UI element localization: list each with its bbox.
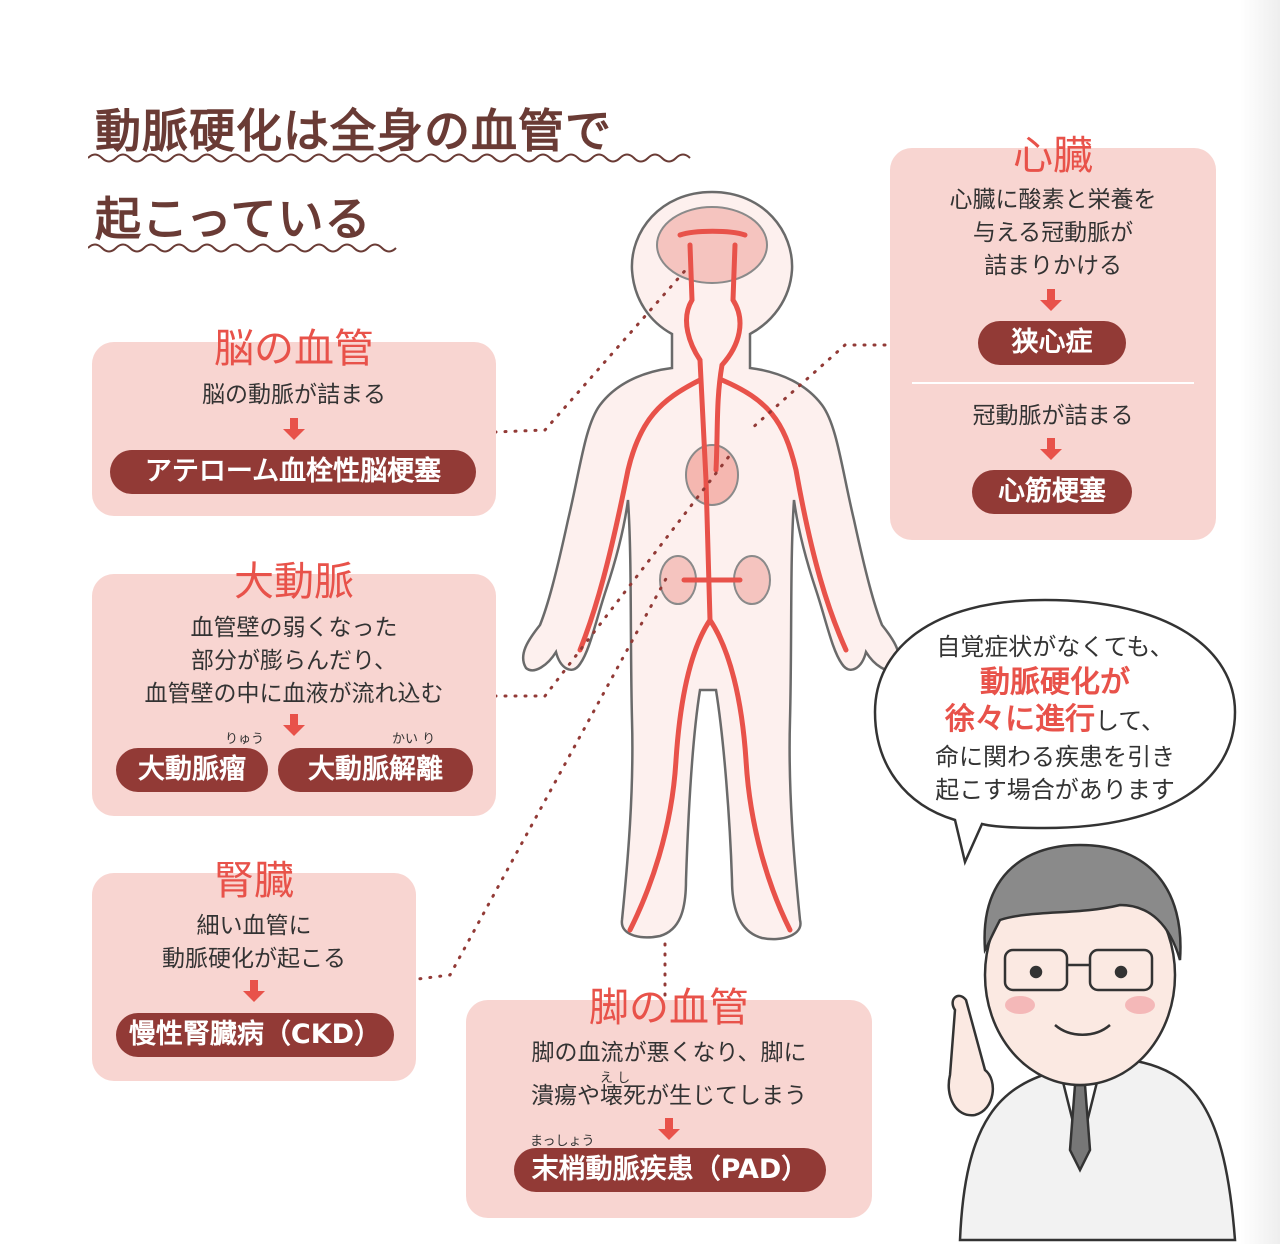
aorta-ruby-1: りゅう — [225, 732, 265, 747]
brain-text: 脳の動脈が詰まる — [202, 382, 386, 408]
kidney-text-2: 動脈硬化が起こる — [162, 946, 346, 972]
heart-divider — [912, 382, 1194, 384]
heart-disease-pill-2: 心筋梗塞 — [972, 470, 1132, 514]
kidney-text-1: 細い血管に — [196, 913, 312, 939]
aorta-disease-pill-1: 大動脈瘤 — [116, 748, 268, 792]
speech-line-2: 動脈硬化が — [980, 665, 1130, 700]
leg-ruby-eshi: え し — [600, 1071, 631, 1086]
title-line-1: 動脈硬化は全身の血管で — [95, 104, 612, 158]
kidney-heading: 腎臓 — [214, 858, 294, 904]
aorta-text-3: 血管壁の中に血液が流れ込む — [144, 681, 444, 707]
heart-text-2: 与える冠動脈が — [972, 220, 1134, 246]
speech-line-3-em: 徐々に進行 — [944, 702, 1095, 737]
heart-text-4: 冠動脈が詰まる — [972, 403, 1134, 429]
arteries — [577, 228, 849, 933]
leg-text-2: 潰瘍や壊死が生じてしまう — [531, 1083, 807, 1109]
brain-disease-pill: アテローム血栓性脳梗塞 — [110, 450, 476, 494]
speech-bubble — [873, 598, 1237, 866]
title-underline-1 — [88, 153, 691, 163]
brain-shape — [656, 206, 768, 284]
heart-heading: 心臓 — [1013, 133, 1093, 179]
aorta-text-2: 部分が膨らんだり、 — [190, 648, 398, 674]
heart-text-1: 心臓に酸素と栄養を — [949, 187, 1157, 213]
heart-text-3: 詰まりかける — [984, 253, 1122, 279]
leg-ruby-massho: まっしょう — [530, 1134, 595, 1149]
brain-heading: 脳の血管 — [214, 326, 374, 372]
speech-line-4: 命に関わる疾患を引き — [935, 743, 1175, 771]
speech-line-3-rest: して、 — [1094, 707, 1166, 735]
title-line-2: 起こっている — [95, 192, 372, 246]
kidney-disease-pill: 慢性腎臓病（CKD） — [116, 1013, 394, 1057]
aorta-text-1: 血管壁の弱くなった — [190, 615, 398, 641]
heart-shape — [685, 444, 739, 506]
connectors — [408, 263, 907, 997]
speech-line-3: 徐々に進行して、 — [880, 702, 1230, 739]
aorta-heading: 大動脈 — [234, 559, 354, 605]
heart-disease-pill-1: 狭心症 — [978, 321, 1126, 365]
body-outline — [521, 190, 901, 941]
aorta-ruby-2: かい り — [392, 732, 436, 747]
speech-line-5: 起こす場合があります — [935, 776, 1175, 804]
title-underline-2 — [88, 243, 397, 253]
leg-text-1: 脚の血流が悪くなり、脚に — [531, 1040, 807, 1066]
aorta-disease-pill-2: 大動脈解離 — [278, 748, 473, 792]
speech-line-1: 自覚症状がなくても、 — [936, 633, 1174, 661]
leg-heading: 脚の血管 — [589, 985, 749, 1031]
doctor-illustration — [947, 843, 1237, 1242]
leg-disease-pill: 末梢動脈疾患（PAD） — [514, 1148, 826, 1192]
page-edge — [1240, 0, 1280, 1244]
